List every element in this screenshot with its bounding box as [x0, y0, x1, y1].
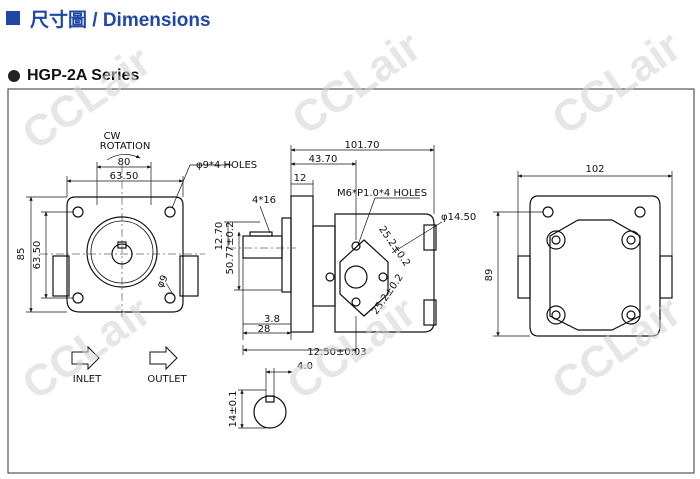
bolt-hole-tr — [164, 206, 176, 218]
series-header: HGP-2A Series — [8, 67, 139, 85]
watermark-group: CCLair CCLair CCLair CCLair CCLair CCLai… — [14, 22, 690, 410]
section-title: 尺寸圖 / Dimensions — [30, 9, 211, 31]
port-bolt-left — [325, 272, 335, 282]
rear-fin-bottom — [423, 299, 437, 326]
rotation-label-line1: CW — [104, 131, 121, 142]
section-header: 尺寸圖 / Dimensions — [6, 6, 211, 31]
dim-85: 85 — [16, 248, 27, 261]
side-body — [334, 213, 435, 333]
dim-63-50-left: 63.50 — [32, 241, 43, 270]
watermark: CCLair — [14, 287, 160, 410]
rear-hole-tr — [634, 206, 646, 218]
bullet-icon — [8, 70, 20, 82]
rear-bolt-tl — [546, 230, 566, 250]
header-square-icon — [6, 11, 20, 25]
inlet-arrow-icon — [71, 345, 100, 371]
front-body — [66, 196, 184, 313]
rear-bolt-br-inner — [626, 310, 636, 320]
dim-43-70: 43.70 — [309, 154, 338, 165]
side-flange — [290, 195, 314, 333]
watermark: CCLair — [284, 22, 430, 145]
dim-50-77: 50.77±0.2 — [225, 222, 236, 275]
rear-view — [517, 195, 673, 337]
rear-bolt-tr-inner — [626, 235, 636, 245]
dim-101-70: 101.70 — [345, 140, 380, 151]
rear-bolt-bl-inner — [551, 310, 561, 320]
left-port — [52, 255, 70, 297]
side-shaft — [242, 235, 283, 259]
rear-bolt-tr — [621, 230, 641, 250]
side-key — [249, 231, 273, 237]
front-view — [40, 165, 205, 320]
inlet-label: INLET — [73, 374, 102, 385]
shaft-detail-dimensions — [238, 368, 293, 429]
side-pilot — [281, 217, 292, 293]
rotation-label-line2: ROTATION — [100, 141, 151, 152]
dim-12-70: 12.70 — [214, 222, 225, 251]
watermark: CCLair — [544, 22, 690, 145]
outlet-label: OUTLET — [147, 374, 187, 385]
rear-dimensions — [493, 171, 673, 337]
side-neck — [312, 225, 336, 307]
bolt-hole-bl — [72, 292, 84, 304]
dim-28: 28 — [258, 324, 271, 335]
series-title: HGP-2A Series — [27, 67, 140, 84]
rear-hole-tl — [542, 206, 554, 218]
rear-left-port — [517, 255, 531, 299]
rear-body — [529, 195, 661, 337]
right-port — [179, 255, 199, 297]
dim-14: 14±0.1 — [228, 390, 239, 427]
side-port-flange — [339, 239, 389, 317]
holes-note: φ9*4 HOLES — [196, 160, 257, 171]
dim-89: 89 — [484, 269, 495, 282]
front-dimensions — [26, 154, 232, 313]
side-dimensions — [224, 145, 443, 355]
thread-note: M6*P1.0*4 HOLES — [337, 188, 427, 199]
dim-3-8: 3.8 — [264, 314, 280, 325]
dim-4x16: 4*16 — [252, 195, 276, 206]
rear-bolt-tl-inner — [551, 235, 561, 245]
dim-80: 80 — [118, 157, 131, 168]
port-bolt-right — [378, 272, 388, 282]
port-bolt-bottom — [351, 297, 361, 307]
drawing-frame — [7, 88, 695, 474]
dim-25-2-a: 25.2±0.2 — [376, 224, 412, 268]
side-view — [228, 195, 437, 333]
bolt-hole-tl — [72, 206, 84, 218]
side-port — [344, 265, 368, 289]
dim-12-50: 12.50±0.03 — [307, 347, 366, 358]
watermark: CCLair — [544, 287, 690, 410]
shaft-section — [253, 395, 287, 429]
rear-fin-top — [423, 224, 437, 251]
shaft-detail — [253, 395, 287, 429]
dim-phi14-50: φ14.50 — [441, 212, 476, 223]
outlet-arrow-icon — [149, 345, 178, 371]
dim-102: 102 — [585, 164, 604, 175]
dim-63-50-top: 63.50 — [110, 171, 139, 182]
rear-bolt-bl — [546, 305, 566, 325]
shaft-section-key — [265, 395, 275, 403]
rear-bolt-br — [621, 305, 641, 325]
port-bolt-top — [351, 241, 361, 251]
bolt-hole-br — [164, 292, 176, 304]
dim-4-0: 4.0 — [297, 361, 313, 372]
dim-12: 12 — [294, 173, 307, 184]
